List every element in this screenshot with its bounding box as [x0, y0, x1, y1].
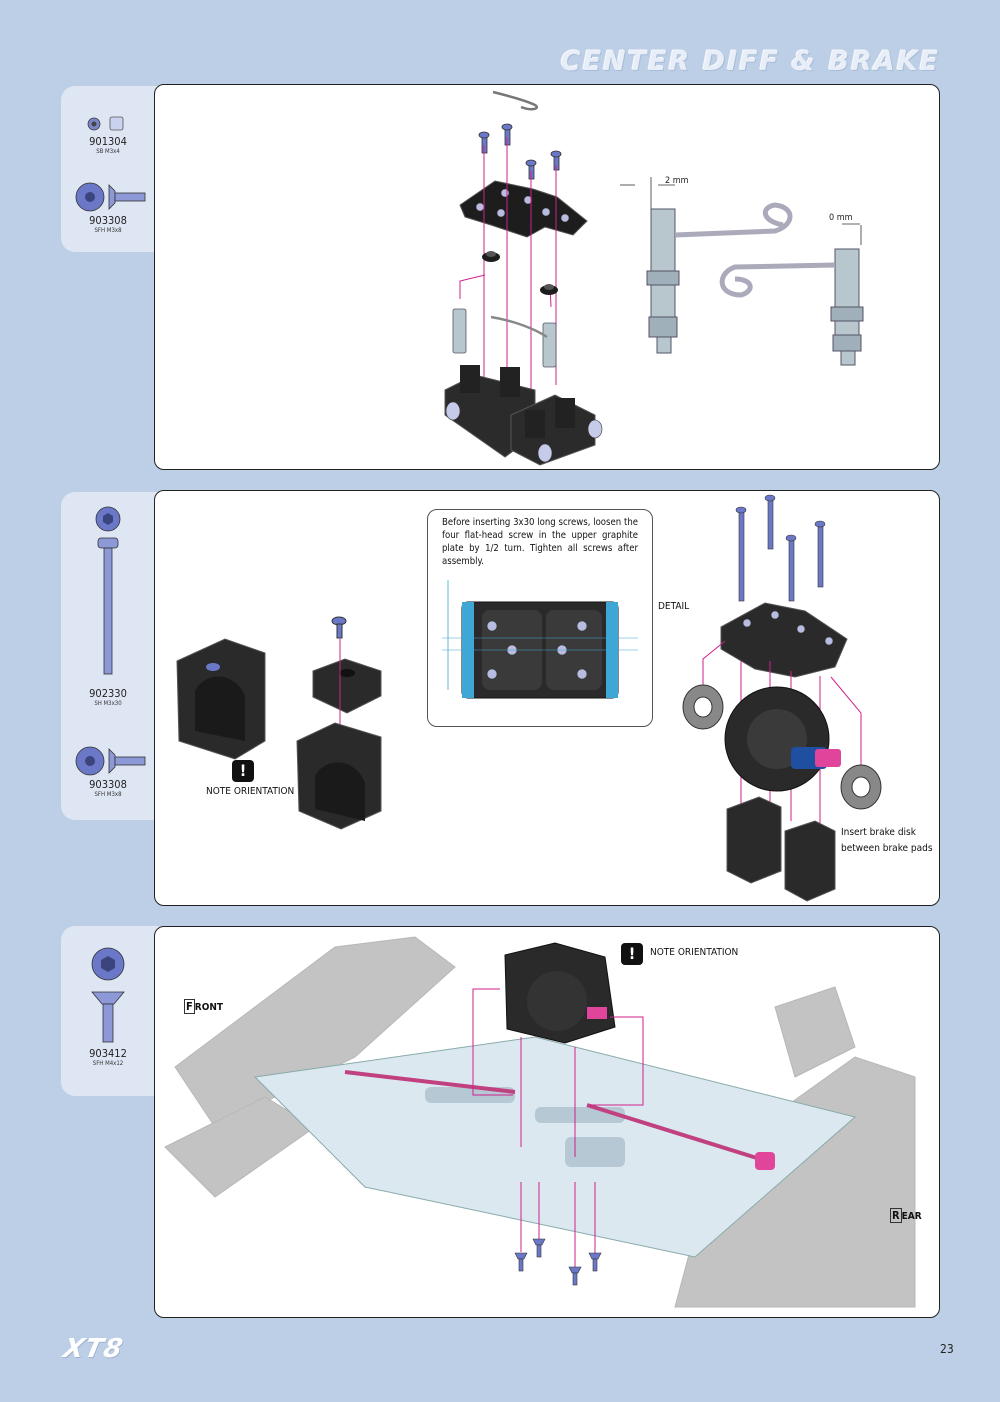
- part-desc: SFH M3x8: [94, 791, 122, 798]
- flat-head-screw-icon: [75, 182, 146, 212]
- front-rest: RONT: [194, 1002, 224, 1013]
- chassis-install-illustration: [164, 936, 916, 1308]
- detail-image: [442, 580, 638, 720]
- part-number: 903308: [89, 214, 127, 227]
- part-desc: SFH M3x8: [94, 227, 122, 234]
- part-number: 901304: [89, 135, 127, 148]
- step1-panel: 2 mm 0 mm: [154, 84, 940, 470]
- page-number: 23: [940, 1342, 954, 1356]
- diff-bulkhead-illustration: [176, 494, 882, 902]
- rear-initial: R: [890, 1208, 902, 1223]
- warning-icon: !: [232, 760, 254, 782]
- detail-label: DETAIL: [658, 601, 690, 612]
- part-903412: 903412 SFH M4x12: [62, 944, 154, 1067]
- gap-label-left: 2 mm: [665, 176, 689, 186]
- parts-tab-step1: [61, 86, 159, 252]
- orientation-label: NOTE ORIENTATION: [206, 786, 295, 797]
- socket-head-screw-icon: [95, 506, 121, 675]
- part-desc: SH M3x30: [94, 700, 122, 707]
- part-desc: SB M3x4: [96, 148, 120, 155]
- part-902330: 902330 SH M3x30: [62, 506, 154, 707]
- set-screw-icon: [87, 116, 124, 131]
- rear-rest: EAR: [901, 1211, 922, 1222]
- warning-icon: !: [621, 943, 643, 965]
- step3-panel: [154, 926, 940, 1318]
- page-title: CENTER DIFF & BRAKE: [560, 46, 940, 77]
- part-number: 903412: [89, 1047, 127, 1060]
- brake-label-line1: Insert brake disk: [841, 827, 916, 838]
- flat-head-screw-icon: [75, 746, 146, 776]
- brake-label-line2: between brake pads: [841, 843, 933, 854]
- brake-assembly-illustration: 2 mm 0 mm: [444, 90, 864, 466]
- front-initial: F: [184, 999, 195, 1014]
- part-903308: 903308 SFH M3x8: [62, 181, 154, 234]
- note-text: Before inserting 3x30 long screws, loose…: [442, 517, 638, 567]
- part-number: 903308: [89, 778, 127, 791]
- gap-label-right: 0 mm: [829, 213, 853, 223]
- part-901304: 901304 SB M3x4: [62, 112, 154, 155]
- part-903308: 903308 SFH M3x8: [62, 745, 154, 798]
- part-number: 902330: [89, 687, 127, 700]
- flat-head-screw-icon: [91, 947, 125, 1043]
- orientation-label: NOTE ORIENTATION: [650, 947, 739, 958]
- part-desc: SFH M4x12: [92, 1060, 124, 1067]
- brand-logo: XT8: [60, 1334, 127, 1364]
